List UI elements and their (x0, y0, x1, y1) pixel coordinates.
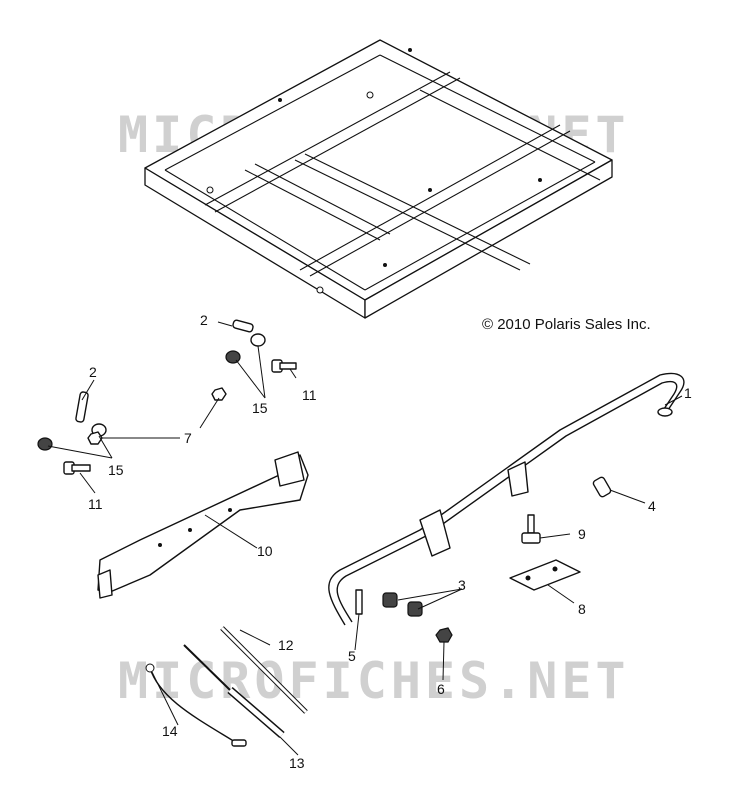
part-15-bushing-a (225, 350, 241, 364)
part-3-clamp-b (407, 601, 423, 617)
callout-10: 10 (257, 543, 273, 559)
callout-5: 5 (348, 648, 356, 664)
part-4-clip (592, 476, 612, 498)
part-12-pin (220, 626, 308, 714)
part-8-plate (509, 559, 581, 591)
part-2-pin-upper (232, 319, 254, 333)
leader-lines (47, 321, 683, 756)
callout-8: 8 (578, 601, 586, 617)
callout-2-upper: 2 (200, 312, 208, 328)
part-3-clamp-a (382, 592, 398, 608)
callout-11-upper: 11 (302, 387, 317, 403)
part-9-fastener (521, 514, 541, 544)
callout-2-left: 2 (89, 364, 97, 380)
part-15-bushing-b (250, 333, 266, 347)
callout-1: 1 (684, 385, 692, 401)
watermark-bottom: MICROFICHES.NET (118, 652, 630, 710)
callout-3: 3 (458, 577, 466, 593)
callout-9: 9 (578, 526, 586, 542)
part-13-gas-strut (183, 644, 285, 739)
cargo-box-frame (144, 39, 613, 319)
callout-7: 7 (184, 430, 192, 446)
callout-6: 6 (437, 681, 445, 697)
part-7-nut-a (211, 387, 227, 401)
callout-12: 12 (278, 637, 294, 653)
part-10-rail (97, 451, 309, 599)
copyright-text: © 2010 Polaris Sales Inc. (482, 316, 651, 333)
part-7-nut-b (87, 431, 103, 445)
callout-13: 13 (289, 755, 305, 771)
part-5-bolt (355, 589, 363, 615)
part-1-tube (328, 372, 685, 626)
part-6-nut (435, 627, 453, 643)
callout-4: 4 (648, 498, 656, 514)
callout-14: 14 (162, 723, 178, 739)
part-2-pin-left (75, 391, 89, 423)
part-11-bolt-lower (63, 461, 91, 475)
part-15-bushing-c (37, 437, 53, 451)
callout-15-lower: 15 (108, 462, 124, 478)
callout-15-upper: 15 (252, 400, 268, 416)
part-11-bolt-upper (271, 359, 297, 373)
callout-11-lower: 11 (88, 496, 103, 512)
